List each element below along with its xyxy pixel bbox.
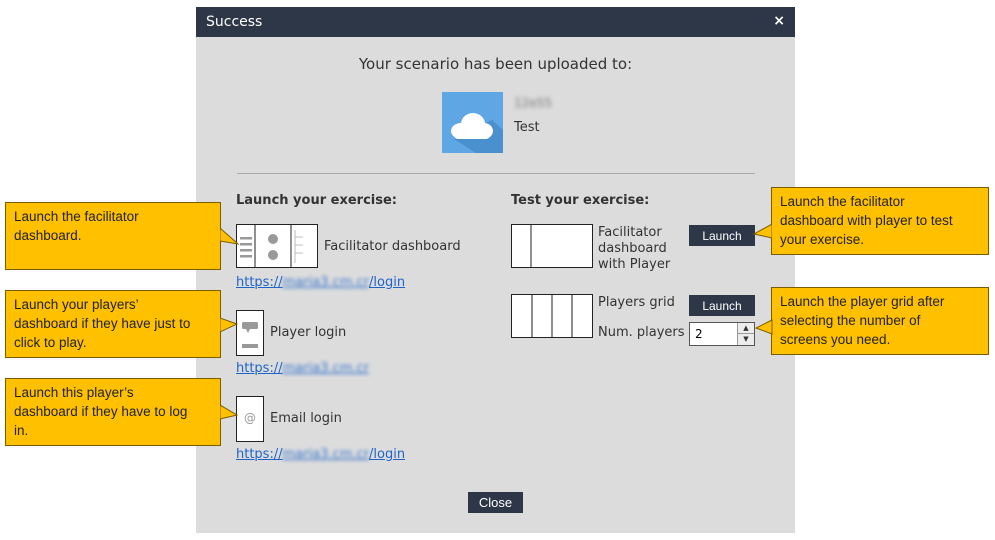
test-section-title: Test your exercise: <box>511 193 650 208</box>
callout-players-grid: Launch the player grid after selecting t… <box>771 287 989 355</box>
callout-pointer <box>220 318 239 333</box>
spin-down-icon[interactable]: ▼ <box>737 334 754 345</box>
player-login-icon[interactable] <box>236 310 264 356</box>
callout-email-login: Launch this player’s dashboard if they h… <box>5 378 221 446</box>
spin-up-icon[interactable]: ▲ <box>737 323 754 334</box>
dialog-titlebar: Success × <box>196 7 795 37</box>
close-icon[interactable]: × <box>773 13 785 29</box>
divider <box>237 173 755 174</box>
launch-section-title: Launch your exercise: <box>236 193 397 208</box>
email-login-link[interactable]: https://maria3.cm.cr/login <box>236 447 406 462</box>
success-dialog: Success × Your scenario has been uploade… <box>196 7 795 533</box>
players-grid-label: Players grid <box>598 295 675 310</box>
callout-pointer <box>754 319 773 335</box>
callout-player-login: Launch your players’ dashboard if they h… <box>5 290 221 358</box>
players-grid-icon <box>511 294 593 338</box>
callout-pointer <box>220 228 240 245</box>
scenario-tile <box>442 92 503 153</box>
scenario-id: 12e55 <box>514 96 552 110</box>
launch-players-grid-button[interactable]: Launch <box>689 295 755 316</box>
close-button[interactable]: Close <box>468 492 523 513</box>
callout-facilitator-with-player: Launch the facilitator dashboard with pl… <box>771 187 989 255</box>
player-login-label: Player login <box>270 325 347 340</box>
facilitator-dashboard-icon[interactable] <box>236 224 318 268</box>
num-players-input[interactable] <box>690 323 736 345</box>
email-login-label: Email login <box>270 411 342 426</box>
facilitator-dashboard-link[interactable]: https://maria3.cm.cr/login <box>236 275 406 290</box>
upload-heading: Your scenario has been uploaded to: <box>358 55 633 73</box>
facilitator-with-player-icon <box>511 224 593 268</box>
facilitator-dashboard-label: Facilitator dashboard <box>324 239 461 254</box>
scenario-name: Test <box>514 120 540 135</box>
launch-facilitator-with-player-button[interactable]: Launch <box>689 225 755 246</box>
num-players-label: Num. players <box>598 325 685 340</box>
dialog-title: Success <box>206 14 263 30</box>
callout-facilitator-dashboard: Launch the facilitator dashboard. <box>5 202 221 270</box>
callout-pointer <box>220 405 239 420</box>
at-sign-icon: @ <box>244 411 256 425</box>
callout-pointer <box>752 223 772 239</box>
email-login-icon[interactable]: @ <box>236 396 264 442</box>
player-login-link[interactable]: https://maria3.cm.cr <box>236 361 370 376</box>
cloud-icon <box>442 92 503 153</box>
num-players-stepper[interactable]: ▲ ▼ <box>689 322 755 346</box>
facilitator-with-player-label: Facilitator dashboard with Player <box>598 225 671 272</box>
